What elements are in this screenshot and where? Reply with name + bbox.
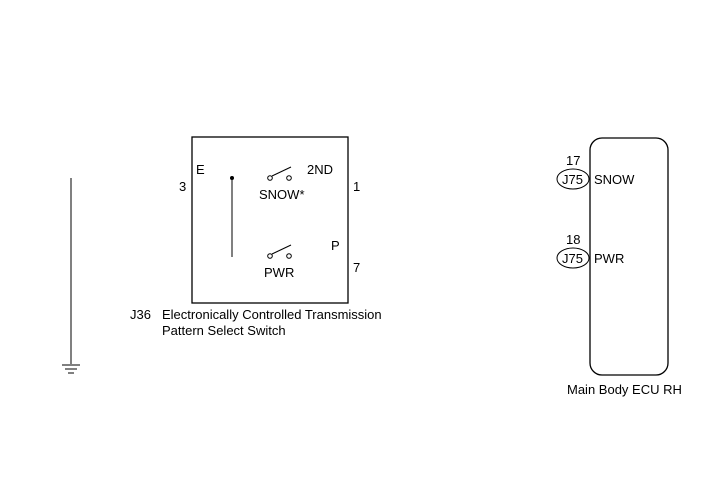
label-pwr: PWR <box>264 265 294 280</box>
label-2nd: 2ND <box>307 162 333 177</box>
pin-7: 7 <box>353 260 360 275</box>
ecu-pin-18: 18 <box>566 232 580 247</box>
pin-3: 3 <box>179 179 186 194</box>
ecu-connector-j75: J75 <box>562 251 583 266</box>
ecu-signal-snow: SNOW <box>594 172 635 187</box>
label-snow: SNOW* <box>259 187 305 202</box>
switch-name-line2: Pattern Select Switch <box>162 323 286 338</box>
switch-name-line1: Electronically Controlled Transmission <box>162 307 382 322</box>
ecu-pin-17: 17 <box>566 153 580 168</box>
connector-id-j36: J36 <box>130 307 151 322</box>
connector-oval <box>556 247 590 269</box>
main-body-ecu: 17 J75 SNOW 18 J75 PWR Main Body ECU RH <box>556 137 682 397</box>
ecu-name: Main Body ECU RH <box>567 382 682 397</box>
connector-oval <box>556 168 590 190</box>
pin-1: 1 <box>353 179 360 194</box>
ecu-signal-pwr: PWR <box>594 251 624 266</box>
label-p: P <box>331 238 340 253</box>
ecu-connector-j75: J75 <box>562 172 583 187</box>
pattern-select-switch: E 2ND SNOW* P PWR 3 1 7 J36 Electronical… <box>130 136 382 338</box>
ecu-box <box>589 137 669 376</box>
snow-contact-icon <box>267 166 292 181</box>
pwr-contact-icon <box>267 244 292 259</box>
switch-box <box>191 136 349 304</box>
label-e: E <box>196 162 205 177</box>
ground-symbol <box>62 178 80 374</box>
